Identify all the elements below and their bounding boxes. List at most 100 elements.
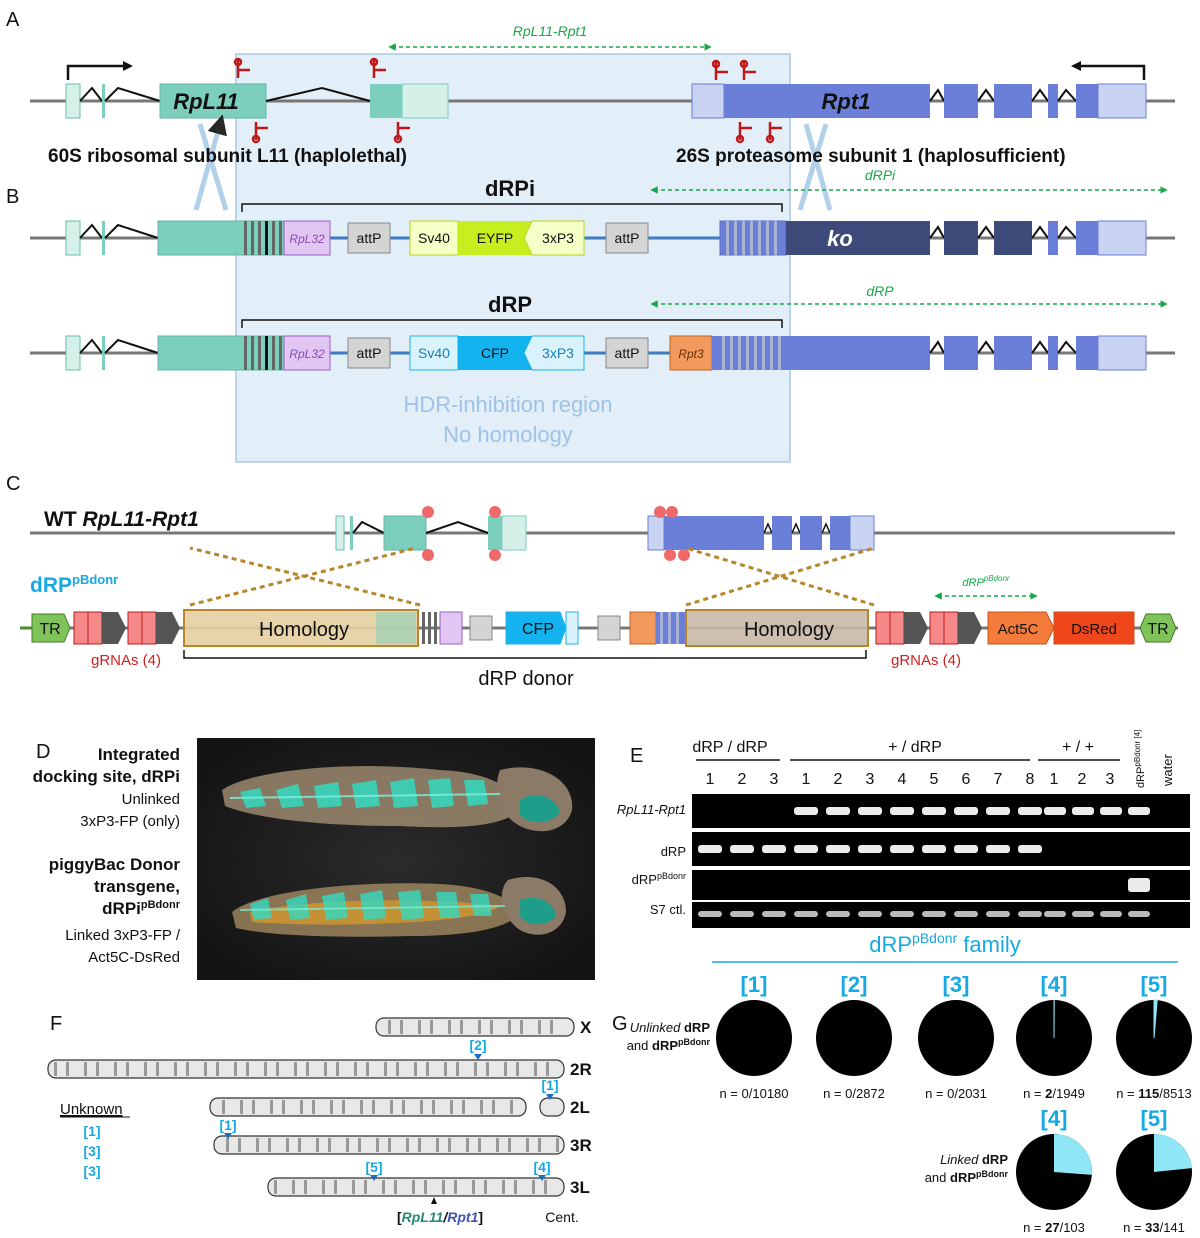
chromosome-band <box>66 1062 69 1076</box>
gel-row-label: RpL11-Rpt1 <box>617 802 686 817</box>
linked-label-1: Linked dRP <box>940 1152 1008 1167</box>
cfp-cassette <box>505 611 567 645</box>
chromosome-2l <box>209 1097 527 1117</box>
panel-c-letter: C <box>6 473 20 495</box>
chromosome-band <box>472 1180 475 1194</box>
chromosome-band <box>358 1138 361 1152</box>
chromosome-label: X <box>580 1018 592 1037</box>
wt-rpl11-exon <box>383 515 427 551</box>
rpt1-exon <box>994 336 1032 370</box>
unknown-title: Unknown <box>60 1101 123 1118</box>
cut-site-markers <box>422 506 690 561</box>
chromosome-band <box>84 1062 87 1076</box>
panel-b-letter: B <box>6 186 19 208</box>
rpl11-exon <box>102 336 105 370</box>
centromere-label: Cent. <box>545 1209 578 1225</box>
chromosome-band <box>186 1062 189 1076</box>
panel-d-letter: D <box>36 741 50 763</box>
rpt1-exon <box>1048 336 1058 370</box>
chromosome-band <box>306 1062 309 1076</box>
intron <box>265 86 371 102</box>
attp-site <box>605 337 649 369</box>
tr-right-label: TR <box>1147 621 1168 638</box>
intron <box>79 223 103 239</box>
unlinked-pie-2: [3]n = 0/2031 <box>918 972 994 1101</box>
gel-row-label: dRPpBdonr <box>632 871 686 887</box>
intron <box>79 86 103 102</box>
3xp3-promoter <box>523 220 585 256</box>
drpi-bracket <box>241 203 783 212</box>
d-text: docking site, dRPi <box>33 767 180 786</box>
recoded-stripes <box>244 336 282 370</box>
chromosome-band <box>216 1062 219 1076</box>
chromosome-band <box>96 1062 99 1076</box>
recoded-stripes <box>722 336 781 370</box>
panel-e: E dRP / dRP + / dRP + / + 1 2 3 1 2 3 4 … <box>617 730 1190 928</box>
locus-label: [RpL11/Rpt1] <box>397 1209 483 1225</box>
chromosome-band <box>402 1100 405 1114</box>
chromosome-band <box>546 1062 549 1076</box>
attp-label: attP <box>357 345 382 361</box>
act5c-label: Act5C <box>998 621 1039 638</box>
chromosome-band <box>442 1180 445 1194</box>
attp-site <box>347 337 391 369</box>
pie-label: [5] <box>1141 972 1168 997</box>
rpt1-knockout <box>786 221 930 255</box>
chromosome-band <box>226 1138 229 1152</box>
lane-numbers: 1 2 3 1 2 3 4 5 6 7 8 1 2 3 <box>706 771 1115 788</box>
chromosome-label: 3L <box>570 1178 590 1197</box>
scissors-icon <box>739 59 749 69</box>
pie-count: n = 2/1949 <box>1023 1086 1085 1101</box>
rpl32-label: RpL32 <box>289 347 325 361</box>
intron <box>1057 88 1077 102</box>
rpt1-label: Rpt1 <box>822 89 871 114</box>
linked-pie-0: [4]n = 27/103 <box>1016 1106 1092 1235</box>
chromosome-band <box>300 1100 303 1114</box>
tr-right <box>1139 613 1177 643</box>
panel-g-letter: G <box>612 1013 628 1035</box>
scissors-icon <box>251 134 261 144</box>
rpl32-utr <box>283 220 331 256</box>
grna-left-label: gRNAs (4) <box>91 652 161 669</box>
chromosome-band <box>544 1180 547 1194</box>
chromosome-band <box>514 1180 517 1194</box>
chromosome-band <box>448 1138 451 1152</box>
chromosome-band <box>490 1020 493 1034</box>
scissors-icon <box>711 59 721 69</box>
panel-a: A RpL11-Rpt1 RpL11 Rpt1 <box>6 9 1175 463</box>
chromosome-band <box>352 1180 355 1194</box>
chromosome-band <box>550 1020 553 1034</box>
d-text: transgene, <box>94 877 180 896</box>
genotype-group-label: + / dRP <box>888 739 942 756</box>
unlinked-label-1: Unlinked dRP <box>630 1020 711 1035</box>
chromosome-band <box>322 1180 325 1194</box>
chromosome-band <box>156 1062 159 1076</box>
chromosome-band <box>366 1062 369 1076</box>
lane-number: 2 <box>738 771 747 788</box>
chromosome-band <box>466 1138 469 1152</box>
drpi-amplicon-label: dRPi <box>865 167 896 183</box>
chromosome-band <box>394 1180 397 1194</box>
panel-f: F X 2R 2L 3R 3L [2] [1] [1] [5] [4] [RpL… <box>47 1013 592 1225</box>
lane-number: 6 <box>962 771 971 788</box>
rpt1-5utr <box>1097 83 1147 119</box>
scissors-icon <box>714 62 728 80</box>
chromosome-band <box>538 1138 541 1152</box>
rpl11-exon <box>102 84 105 118</box>
cfp-gene <box>458 336 532 370</box>
gel-drp-pbdonr <box>692 870 1190 900</box>
chromosome-band <box>342 1100 345 1114</box>
d-text: Integrated <box>98 745 180 764</box>
crossover-arrows <box>193 114 833 211</box>
rpl11-utr <box>65 335 81 371</box>
rpt1-ko-exon <box>994 221 1032 255</box>
rpt1-5utr <box>1097 335 1147 371</box>
chromosome-label: 3R <box>570 1136 592 1155</box>
pie-label: [2] <box>841 972 868 997</box>
chromosome-band <box>346 1138 349 1152</box>
chromosome-band <box>312 1100 315 1114</box>
lane-number: 3 <box>770 771 779 788</box>
d-text: piggyBac Donor <box>49 855 181 874</box>
intron <box>1031 88 1049 102</box>
chromosome-2l-cent <box>539 1097 565 1117</box>
